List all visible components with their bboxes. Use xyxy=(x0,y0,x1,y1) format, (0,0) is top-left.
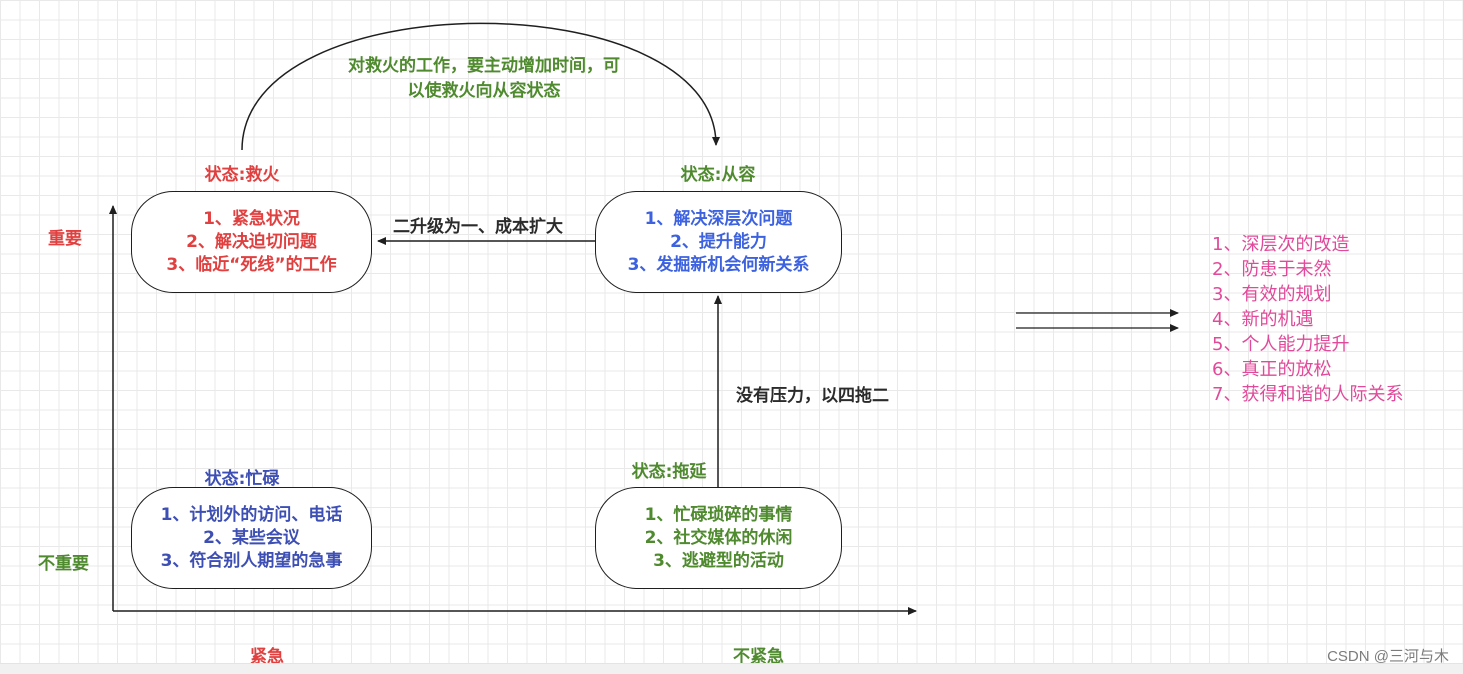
benefit-item: 6、真正的放松 xyxy=(1212,359,1332,380)
arc-fire-to-calm-arrow xyxy=(241,22,720,151)
quadrant-item: 2、社交媒体的休闲 xyxy=(644,527,793,548)
watermark: CSDN @三河与木 xyxy=(1327,648,1449,665)
quadrant-box-calm: 1、解决深层次问题 2、提升能力 3、发掘新机会何新关系 xyxy=(595,191,842,293)
quadrant-title-fire: 状态:救火 xyxy=(204,165,280,185)
arc-note-line: 以使救火向从容状态 xyxy=(407,81,561,101)
arrow-label-delay-to-calm: 没有压力，以四拖二 xyxy=(736,386,889,406)
benefit-item: 2、防患于未然 xyxy=(1212,259,1332,280)
axis-label-not-urgent: 不紧急 xyxy=(733,647,784,667)
quadrant-item: 3、发掘新机会何新关系 xyxy=(627,254,810,275)
quadrant-box-fire: 1、紧急状况 2、解决迫切问题 3、临近“死线”的工作 xyxy=(131,191,372,293)
quadrant-item: 1、解决深层次问题 xyxy=(644,208,793,229)
quadrant-box-delay: 1、忙碌琐碎的事情 2、社交媒体的休闲 3、逃避型的活动 xyxy=(595,487,842,589)
benefit-item: 1、深层次的改造 xyxy=(1212,234,1350,255)
benefit-item: 7、获得和谐的人际关系 xyxy=(1212,384,1404,405)
arrow-label-calm-to-fire: 二升级为一、成本扩大 xyxy=(393,217,563,237)
benefit-item: 3、有效的规划 xyxy=(1212,284,1332,305)
quadrant-title-calm: 状态:从容 xyxy=(680,165,756,185)
quadrant-item: 2、解决迫切问题 xyxy=(186,231,317,252)
axis-label-not-important: 不重要 xyxy=(38,554,89,574)
arc-note: 对救火的工作，要主动增加时间，可 以使救火向从容状态 xyxy=(348,54,620,104)
benefits-list: 1、深层次的改造 2、防患于未然 3、有效的规划 4、新的机遇 5、个人能力提升… xyxy=(1212,232,1403,407)
quadrant-item: 3、逃避型的活动 xyxy=(653,550,784,571)
quadrant-item: 2、提升能力 xyxy=(670,231,767,252)
arc-note-line: 对救火的工作，要主动增加时间，可 xyxy=(348,56,620,76)
axis-label-important: 重要 xyxy=(48,229,82,249)
quadrant-item: 3、临近“死线”的工作 xyxy=(166,254,337,275)
quadrant-box-busy: 1、计划外的访问、电话 2、某些会议 3、符合别人期望的急事 xyxy=(131,487,372,589)
bottom-strip xyxy=(0,663,1463,674)
quadrant-item: 2、某些会议 xyxy=(203,527,300,548)
axis-label-urgent: 紧急 xyxy=(250,647,284,667)
benefit-item: 4、新的机遇 xyxy=(1212,309,1314,330)
quadrant-item: 1、忙碌琐碎的事情 xyxy=(644,504,793,525)
quadrant-title-delay: 状态:拖延 xyxy=(631,462,707,482)
quadrant-item: 1、紧急状况 xyxy=(203,208,300,229)
benefit-item: 5、个人能力提升 xyxy=(1212,334,1350,355)
quadrant-title-busy: 状态:忙碌 xyxy=(204,469,280,489)
quadrant-item: 3、符合别人期望的急事 xyxy=(160,550,343,571)
quadrant-item: 1、计划外的访问、电话 xyxy=(160,504,343,525)
